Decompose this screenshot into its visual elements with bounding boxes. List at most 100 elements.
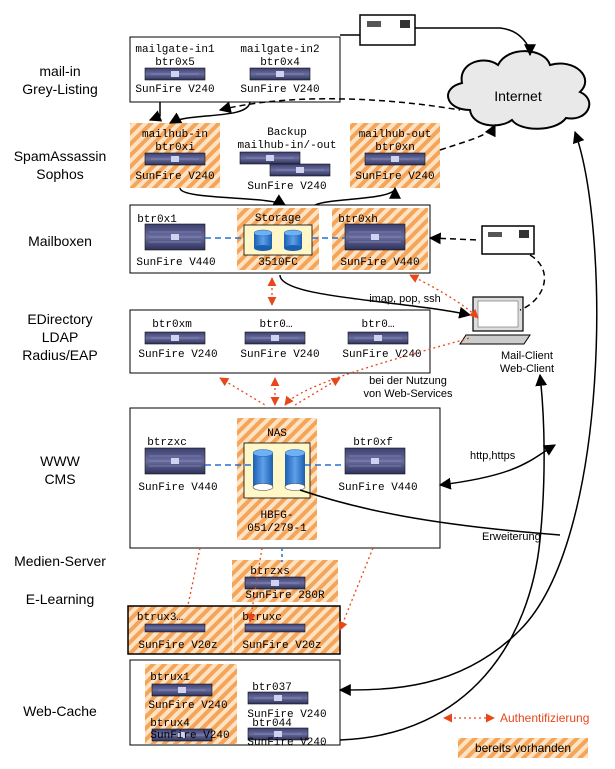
btr037-server-icon	[247, 691, 309, 705]
protocols-label: imap, pop, ssh	[369, 293, 441, 305]
http-label: http,https	[470, 450, 516, 462]
btrzxc-model: SunFire V440	[138, 482, 217, 494]
btr0x1-server-icon	[144, 223, 206, 251]
row-label-edir-1: EDirectory	[27, 311, 92, 327]
nas-disk-icon	[252, 449, 306, 491]
webservices-label-2: von Web-Services	[363, 388, 453, 400]
btr0xf-host: btr0xf	[353, 437, 393, 449]
btruxc-server-icon	[244, 623, 306, 633]
row-label-mailin-1: mail-in	[39, 63, 80, 79]
backup-server-icon-2	[269, 163, 331, 177]
mailhubout-name: mailhub-out	[359, 129, 432, 141]
laptop-icon	[459, 296, 531, 345]
btruxc-host: btruxc	[242, 612, 282, 624]
btr0xm-model: SunFire V240	[138, 349, 217, 361]
row-label-www-1: WWW	[40, 453, 80, 469]
btr0xf-model: SunFire V440	[338, 482, 417, 494]
btrzxc-server-icon	[144, 447, 206, 475]
row-label-mailin-2: Grey-Listing	[22, 81, 97, 97]
dashed-arrows	[218, 98, 546, 311]
backup-model: SunFire V240	[247, 181, 326, 193]
backup-server-icon-1	[239, 151, 301, 165]
btr044-host: btr044	[252, 718, 292, 730]
row-label-elearn: E-Learning	[26, 591, 95, 607]
row-label-spam-1: SpamAssassin	[14, 148, 107, 164]
webservices-label-1: bei der Nutzung	[369, 375, 447, 387]
btrux4-host: btrux4	[150, 718, 190, 730]
btr0xf-server-icon	[344, 447, 406, 475]
btrux4-model: SunFire V240	[150, 730, 229, 742]
mailgate2-model: SunFire V240	[240, 84, 319, 96]
btrux1-server-icon	[151, 683, 213, 697]
mailgate2-server-icon	[249, 67, 311, 81]
row-label-edir-3: Radius/EAP	[22, 347, 97, 363]
mailhubin-name: mailhub-in	[142, 129, 208, 141]
btr0a-host: btr0…	[259, 319, 292, 331]
btrux1-model: SunFire V240	[148, 700, 227, 712]
nas-model-2: 051/279-1	[247, 523, 307, 535]
mailgate1-server-icon	[144, 67, 206, 81]
mailhubin-host: btr0xi	[155, 142, 195, 154]
mailhubout-host: btr0xn	[375, 142, 415, 154]
row-label-medien: Medien-Server	[14, 553, 106, 569]
row-label-spam-2: Sophos	[36, 166, 83, 182]
legend-auth-label: Authentifizierung	[500, 711, 589, 725]
envelope-icon-top	[359, 14, 416, 46]
btr037-host: btr037	[252, 682, 292, 694]
btr0b-host: btr0…	[361, 319, 394, 331]
nas-model-1: HBFG-	[260, 510, 293, 522]
internet-cloud-icon	[447, 50, 591, 130]
row-label-mailbox: Mailboxen	[28, 233, 92, 249]
mailgate1-host: btr0x5	[155, 57, 195, 69]
backup-host: mailhub-in/-out	[237, 140, 336, 152]
btruxc-model: SunFire V20z	[242, 640, 321, 652]
legend: Authentifizierung bereits vorhanden	[443, 711, 589, 758]
row-label-www-2: CMS	[44, 471, 75, 487]
btrux3-model: SunFire V20z	[138, 640, 217, 652]
btrzxs-host: btrzxs	[250, 566, 290, 578]
btr0a-server-icon	[244, 331, 306, 345]
btrzxs-server-icon	[244, 576, 306, 590]
btrux3-server-icon	[144, 623, 206, 633]
btrzxs-model: SunFire 280R	[245, 590, 325, 602]
legend-existing-label: bereits vorhanden	[475, 741, 571, 755]
envelope-icon-right	[481, 225, 535, 255]
mailgate1-model: SunFire V240	[135, 84, 214, 96]
mailgate1-name: mailgate-in1	[135, 44, 215, 56]
auth-arrows	[187, 274, 479, 631]
mailhubin-model: SunFire V240	[135, 171, 214, 183]
mailhubin-server-icon	[144, 152, 206, 166]
btr0xh-server-icon	[344, 223, 406, 251]
storage-disk-icon	[253, 229, 303, 251]
mailhubout-model: SunFire V240	[355, 171, 434, 183]
btrux1-host: btrux1	[150, 672, 190, 684]
btr0x1-host: btr0x1	[137, 214, 177, 226]
nas-title: NAS	[267, 428, 287, 440]
storage-title: Storage	[255, 213, 301, 225]
mailgate2-name: mailgate-in2	[240, 44, 319, 56]
mail-flow-arrows	[148, 27, 598, 741]
row-label-webcache: Web-Cache	[23, 703, 97, 719]
btr0b-server-icon	[347, 331, 409, 345]
btrzxc-host: btrzxc	[147, 437, 187, 449]
btr044-model: SunFire V240	[247, 737, 326, 749]
mailhubout-server-icon	[364, 152, 426, 166]
btr0xm-server-icon	[144, 331, 206, 345]
legend-existing-swatch	[458, 738, 588, 758]
btr037-model: SunFire V240	[247, 709, 326, 721]
storage-model: 3510FC	[258, 257, 298, 269]
row-labels: mail-in Grey-Listing SpamAssassin Sophos…	[14, 63, 107, 719]
btr0xh-model: SunFire V440	[340, 257, 419, 269]
row-label-edir-2: LDAP	[42, 329, 79, 345]
btr0a-model: SunFire V240	[240, 349, 319, 361]
client-label-1: Mail-Client	[501, 350, 553, 362]
client-label-2: Web-Client	[500, 363, 554, 375]
backup-name: Backup	[267, 127, 307, 139]
internet-label: Internet	[494, 88, 542, 104]
mailgate2-host: btr0x4	[260, 57, 300, 69]
btr0xm-host: btr0xm	[152, 319, 192, 331]
btrux3-host: btrux3…	[137, 612, 183, 624]
erweiterung-label: Erweiterung	[482, 531, 541, 543]
btr0x1-model: SunFire V440	[136, 257, 215, 269]
